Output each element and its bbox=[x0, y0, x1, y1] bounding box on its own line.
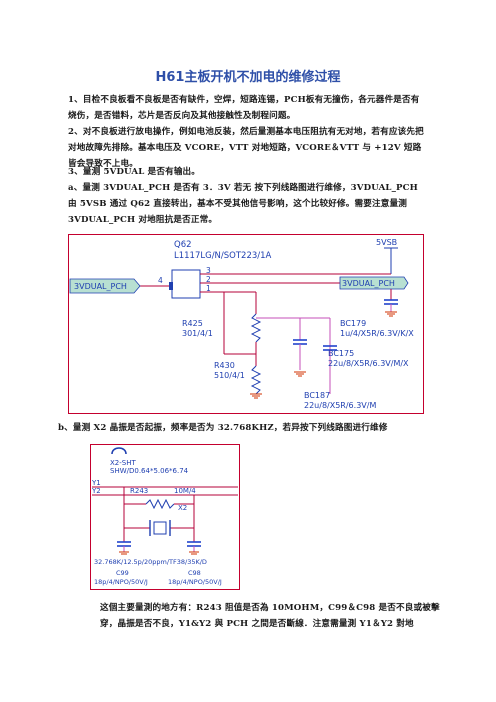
step-3b-notes: 这個主要量測的地方有：R243 阻值是否為 10MOHM，C99＆C98 是否不… bbox=[100, 603, 440, 629]
r430-body bbox=[250, 365, 262, 395]
step-3b-text: b、量测 X2 晶振是否起振，频率是否为 32.768KHZ，若异按下列线路图进… bbox=[58, 423, 388, 433]
q62-ref: Q62 bbox=[174, 240, 192, 250]
shield-symbol bbox=[111, 447, 127, 455]
bc187-value: 22u/8/X5R/6.3V/M bbox=[304, 401, 376, 410]
q62-part: L1117LG/N/SOT223/1A bbox=[174, 251, 272, 261]
shield-value: SHW/D0.64*5.06*6.74 bbox=[110, 467, 189, 475]
step-1-text: 1、目检不良板看不良板是否有缺件，空焊，短路连锡，PCH板有无撞伤，各元器件是否… bbox=[68, 95, 420, 121]
net-left bbox=[69, 278, 141, 294]
pin4-label: 4 bbox=[158, 276, 163, 285]
r243-value: 10M/4 bbox=[174, 487, 196, 495]
ground-symbols bbox=[250, 311, 397, 399]
c98-ref: C98 bbox=[188, 569, 201, 577]
bc179-value: 1u/4/X5R/6.3V/K/X bbox=[340, 329, 414, 338]
pin2-label: 2 bbox=[206, 275, 211, 284]
r243-ref: R243 bbox=[130, 487, 148, 495]
step-3-text: 3、量测 5VDUAL 是否有输出。 bbox=[68, 167, 201, 177]
step-3a-text: a、量测 3VDUAL_PCH 是否有 3．3V 若无 按下列线路图进行维修，3… bbox=[68, 183, 418, 225]
crystal-schematic: X2-SHT SHW/D0.64*5.06*6.74 Y1 Y2 R243 10… bbox=[90, 444, 240, 590]
r425-body bbox=[250, 313, 262, 343]
step-2-text: 2、对不良板进行放电操作，例如电池反装，然后量测基本电压阻抗有无对地，若有应该先… bbox=[68, 127, 424, 169]
pin3-label: 3 bbox=[206, 266, 211, 275]
schematic2-frame bbox=[90, 444, 240, 590]
regulator-schematic: 5VSB Q62 L1117LG/N/SOT223/1A 3 2 1 4 3VD… bbox=[68, 234, 424, 414]
x2-ref: X2 bbox=[178, 504, 187, 512]
net-left-label: 3VDUAL_PCH bbox=[74, 282, 127, 291]
net-right-label: 3VDUAL_PCH bbox=[342, 279, 395, 288]
bc187-ref: BC187 bbox=[304, 391, 330, 400]
r430-value: 510/4/1 bbox=[214, 371, 245, 380]
r430-ref: R430 bbox=[214, 361, 235, 370]
r425-ref: R425 bbox=[182, 319, 203, 328]
y2-label: Y2 bbox=[91, 487, 101, 495]
supply-label: 5VSB bbox=[376, 238, 397, 247]
c99-value: 18p/4/NPO/50V/J bbox=[94, 578, 148, 586]
crystal-value: 32.768K/12.5p/20ppm/TF38/35K/D bbox=[94, 558, 207, 566]
schematic-frame bbox=[68, 234, 424, 414]
bc179-ref: BC179 bbox=[340, 319, 366, 328]
pin1-label: 1 bbox=[206, 284, 211, 293]
r425-value: 301/4/1 bbox=[182, 329, 213, 338]
c98-value: 18p/4/NPO/50V/J bbox=[168, 578, 222, 586]
bc175-ref: BC175 bbox=[328, 349, 354, 358]
page-title: H61主板开机不加电的维修过程 bbox=[155, 70, 341, 85]
shield-ref: X2-SHT bbox=[110, 459, 136, 467]
net-right bbox=[339, 276, 409, 290]
bc175-value: 22u/8/X5R/6.3V/M/X bbox=[328, 359, 409, 368]
crystal-body bbox=[153, 521, 167, 535]
r243-body bbox=[145, 498, 175, 510]
c99-ref: C99 bbox=[116, 569, 129, 577]
y1-label: Y1 bbox=[91, 479, 101, 487]
